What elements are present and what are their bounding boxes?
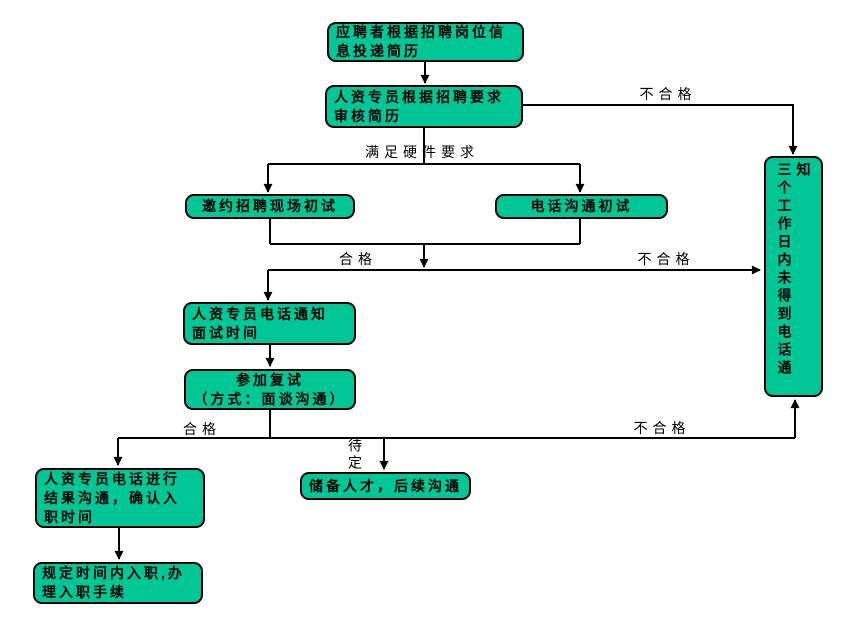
edge-label-qualified-mid: 合格: [339, 251, 377, 267]
node-talent-reserve: 储备人才，后续沟通: [300, 472, 471, 500]
node-review-resume-text: 人资专员根据招聘要求 审核简历: [334, 88, 504, 124]
node-talent-reserve-text: 储备人才，后续沟通: [309, 477, 462, 494]
edge-label-unqualified-top: 不合格: [639, 86, 697, 102]
node-phone-interview: 电话沟通初试: [495, 194, 668, 219]
node-notify-interview-time: 人资专员电话通知 面试时间: [183, 302, 356, 345]
edge-label-pending: 待定: [347, 438, 363, 472]
node-onsite-interview: 邀约招聘现场初试: [185, 194, 355, 219]
edge-label-unqualified-mid: 不合格: [637, 251, 695, 267]
node-no-phone-notice-text: 三个工作日内未得到电话通知: [776, 162, 812, 378]
edge-label-meets-hardware: 满足硬件要求: [365, 144, 479, 160]
node-notify-interview-time-text: 人资专员电话通知 面试时间: [192, 305, 328, 341]
node-phone-interview-text: 电话沟通初试: [530, 198, 633, 214]
node-onsite-interview-text: 邀约招聘现场初试: [202, 198, 338, 214]
node-second-interview-text: 参加复试 （方式：面谈沟通）: [193, 371, 347, 407]
node-apply-resume-text: 应聘者根据招聘岗位信 息投递简历: [336, 24, 506, 59]
node-onboarding-text: 规定时间内入职,办 理入职手续: [42, 565, 185, 600]
node-no-phone-notice: 三个工作日内未得到电话通知: [764, 156, 823, 397]
node-second-interview: 参加复试 （方式：面谈沟通）: [184, 369, 356, 410]
edge-label-unqualified-bottom: 不合格: [633, 420, 691, 436]
node-apply-resume: 应聘者根据招聘岗位信 息投递简历: [327, 22, 524, 62]
node-review-resume: 人资专员根据招聘要求 审核简历: [325, 85, 523, 128]
edge-label-qualified-bottom: 合格: [183, 421, 221, 437]
node-result-communication: 人资专员电话进行 结果沟通，确认入 职时间: [35, 468, 205, 528]
edge-review-wait-top: [523, 104, 798, 155]
node-onboarding: 规定时间内入职,办 理入职手续: [33, 562, 203, 604]
node-result-communication-text: 人资专员电话进行 结果沟通，确认入 职时间: [44, 470, 180, 525]
